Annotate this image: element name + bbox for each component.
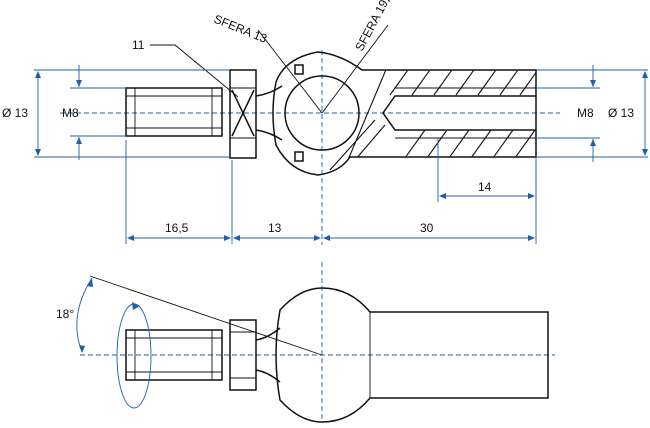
ball-sphere <box>284 75 360 151</box>
right-diameter-dimension <box>536 69 648 158</box>
left-thread-dimension <box>70 65 126 160</box>
right-thread-dimension <box>536 65 600 162</box>
sphere-large-label: SFERA 19,3 <box>352 0 396 53</box>
internal-thread-bore <box>382 87 536 139</box>
tilt-axis-line <box>89 275 323 356</box>
part-11-leader <box>150 44 239 98</box>
right-thread-label: M8 <box>577 106 594 120</box>
seal-bottom <box>294 151 304 162</box>
left-diameter-dimension <box>34 69 230 158</box>
body-length-label: 30 <box>420 221 434 235</box>
bottom-hex-nut <box>229 319 257 391</box>
seal-top <box>294 64 304 75</box>
bottom-threaded-stud <box>125 329 223 381</box>
bottom-side-view <box>76 262 555 423</box>
left-thread-label: M8 <box>62 106 79 120</box>
thread-depth-label: 14 <box>478 180 492 194</box>
socket-housing-outline <box>272 51 537 176</box>
rotation-ellipse <box>116 303 152 409</box>
ball-stud-neck <box>255 85 283 141</box>
section-hatching <box>329 70 536 171</box>
sphere-large-leader <box>321 24 389 114</box>
sphere-small-leader <box>257 29 323 114</box>
length-dimensions <box>125 140 537 244</box>
nut-to-center-label: 13 <box>268 221 282 235</box>
rotation-arrow <box>132 302 140 310</box>
part-number-label: 11 <box>132 38 145 52</box>
bottom-ball-housing <box>275 287 549 423</box>
tilt-angle-arc <box>76 277 93 353</box>
hex-nut-part-11 <box>229 69 257 159</box>
stud-length-label: 16,5 <box>165 221 189 235</box>
threaded-stud <box>125 87 223 137</box>
top-section-view <box>60 24 560 245</box>
right-diameter-label: Ø 13 <box>608 106 634 120</box>
tilt-angle-label: 18° <box>56 307 74 321</box>
sphere-small-label: SFERA 13 <box>212 12 269 46</box>
left-diameter-label: Ø 13 <box>2 106 28 120</box>
